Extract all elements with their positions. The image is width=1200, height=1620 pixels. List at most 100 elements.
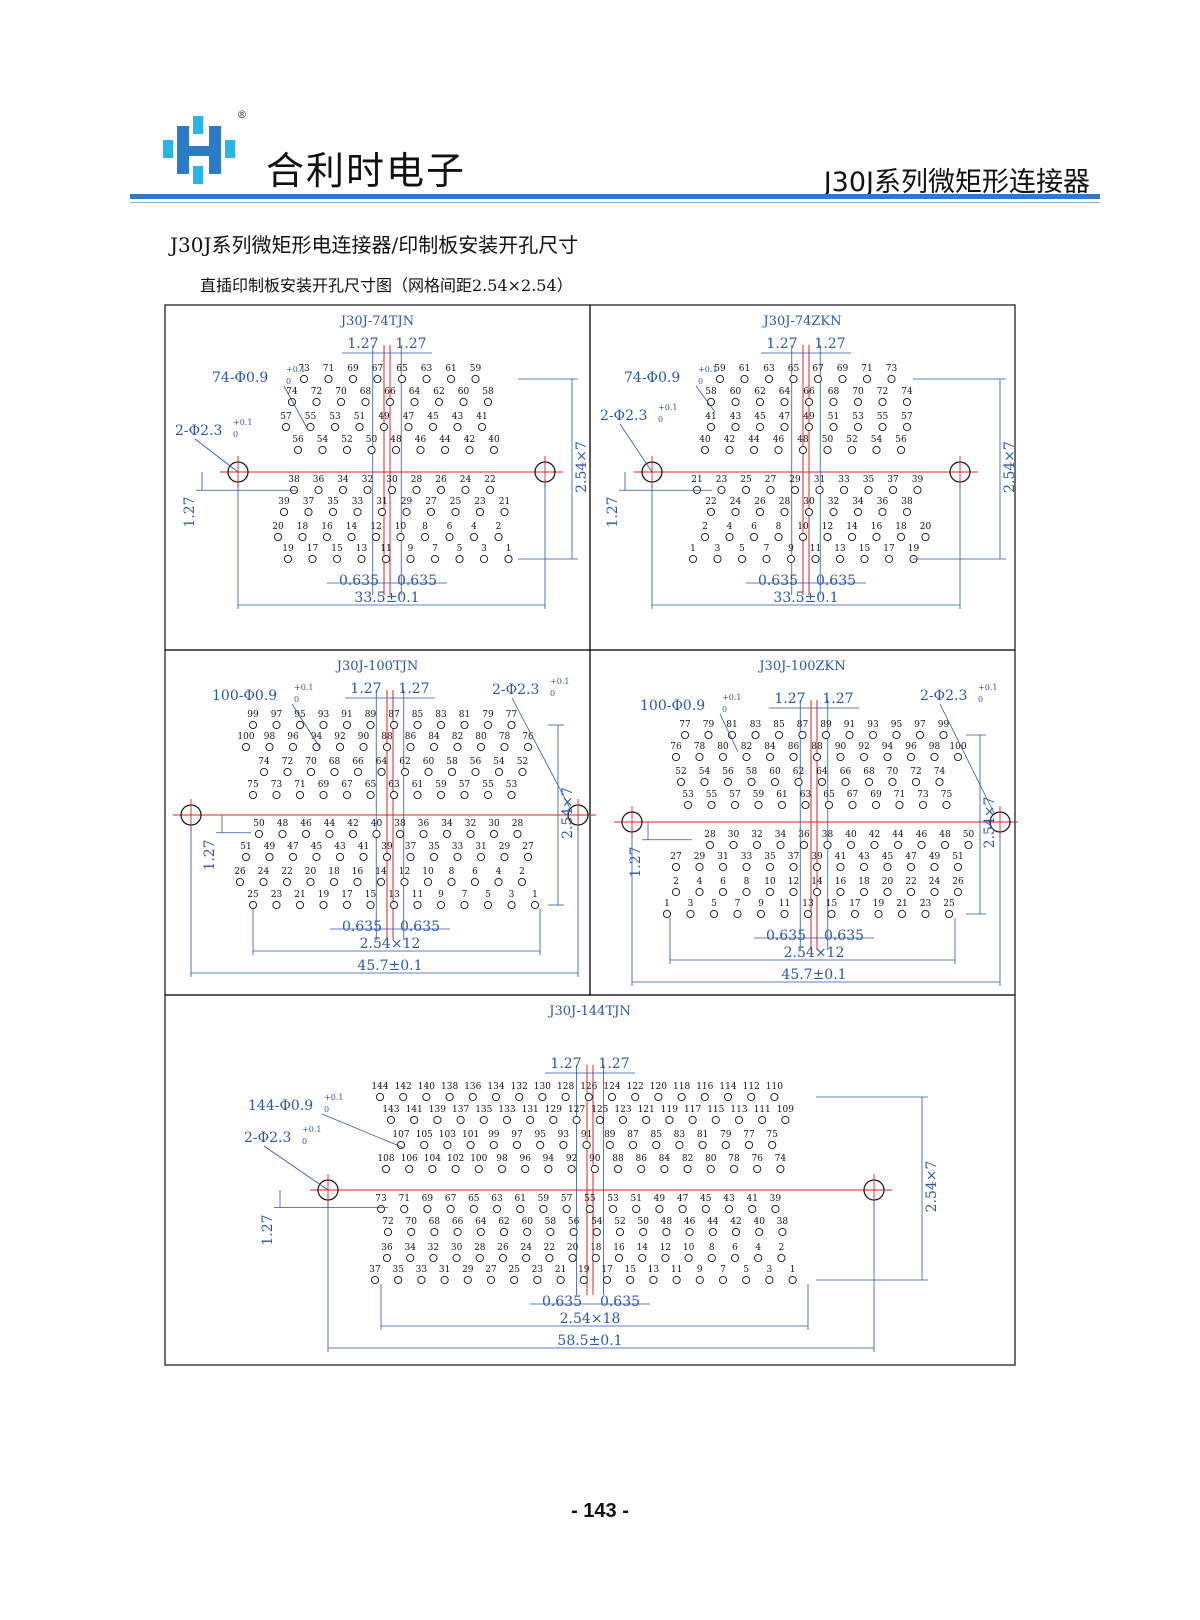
pin-number: 8: [422, 522, 428, 532]
pin-hole: [342, 790, 352, 800]
pin-hole: [335, 852, 345, 862]
pin-number: 33: [741, 852, 753, 862]
pin-number: 2: [702, 522, 708, 532]
pin-hole: [507, 900, 516, 910]
pin-hole: [638, 1253, 647, 1263]
pin-hole: [884, 554, 894, 564]
pin-number: 83: [435, 710, 447, 720]
pin-number: 69: [422, 1194, 434, 1204]
pin-hole: [479, 554, 489, 564]
pin-hole: [476, 852, 486, 862]
pin-hole: [742, 887, 751, 897]
pin-number: 48: [390, 435, 402, 445]
pin-number: 31: [475, 842, 486, 852]
pin-number: 79: [482, 710, 494, 720]
pin-hole: [718, 1275, 728, 1285]
pin-number: 68: [429, 1217, 441, 1227]
pin-number: 131: [522, 1105, 539, 1115]
pin-hole: [838, 374, 847, 384]
pin-hole: [361, 397, 370, 407]
pin-hole: [539, 1204, 548, 1214]
pin-number: 64: [376, 757, 388, 767]
pin-number: 41: [746, 1194, 757, 1204]
pin-number: 128: [557, 1082, 574, 1092]
pin-hole: [283, 767, 292, 777]
pin-number: 63: [491, 1194, 503, 1204]
tolerance-lower: 0: [658, 415, 663, 424]
pin-number: 53: [506, 780, 518, 790]
pin-hole: [649, 1275, 658, 1285]
pin-hole: [615, 1227, 625, 1237]
pin-number: 10: [797, 522, 809, 532]
pin-hole: [476, 742, 486, 752]
pin-number: 10: [422, 867, 434, 877]
pin-hole: [700, 445, 710, 455]
pin-number: 17: [883, 544, 895, 554]
pin-number: 70: [852, 387, 864, 397]
pin-hole: [466, 829, 475, 839]
pin-hole: [755, 507, 765, 517]
pin-number: 12: [660, 1243, 671, 1253]
pin-hole: [579, 1275, 588, 1285]
pin-number: 14: [811, 877, 823, 887]
pin-hole: [874, 909, 883, 919]
pin-hole: [572, 1115, 581, 1125]
pin-number: 36: [798, 830, 810, 840]
pin-hole: [278, 829, 287, 839]
pin-number: 24: [730, 497, 742, 507]
pin-hole: [330, 422, 340, 432]
pin-hole-spec: 100-Φ0.9: [640, 698, 705, 714]
pin-number: 7: [764, 544, 770, 554]
pin-hole: [436, 485, 446, 495]
pin-hole: [306, 422, 315, 432]
pin-hole: [430, 1227, 439, 1237]
tolerance-upper: +0.1: [658, 403, 677, 412]
pin-number: 6: [751, 522, 757, 532]
pin-number: 41: [705, 412, 716, 422]
pin-hole: [406, 852, 415, 862]
pin-number: 5: [485, 890, 491, 900]
pin-number: 51: [828, 412, 839, 422]
pin-number: 19: [578, 1265, 590, 1275]
pin-number: 11: [810, 544, 821, 554]
pin-hole: [288, 852, 298, 862]
pin-hole: [460, 900, 469, 910]
pin-hole: [429, 1253, 438, 1263]
pin-hole: [707, 1253, 716, 1263]
pin-hole: [893, 840, 903, 850]
pin-hole: [799, 840, 809, 850]
pin-number: 5: [711, 899, 717, 909]
model-label: J30J-100ZKN: [757, 659, 845, 674]
pin-hole: [930, 752, 939, 762]
pin-hole: [752, 840, 762, 850]
pin-hole: [708, 1227, 717, 1237]
pin-hole: [404, 422, 413, 432]
pin-number: 54: [317, 435, 329, 445]
pin-number: 49: [654, 1194, 666, 1204]
pin-hole: [731, 507, 740, 517]
pin-number: 91: [581, 1130, 592, 1140]
pin-number: 93: [318, 710, 330, 720]
pin-hole: [845, 730, 854, 740]
pin-number: 16: [835, 877, 847, 887]
pin-number: 37: [887, 475, 899, 485]
pin-number: 30: [728, 830, 740, 840]
pin-hole-spec: 74-Φ0.9: [624, 370, 680, 386]
pin-number: 51: [354, 412, 365, 422]
pin-number: 107: [392, 1130, 409, 1140]
pin-hole: [906, 862, 916, 872]
pin-number: 16: [321, 522, 333, 532]
pin-number: 16: [352, 867, 364, 877]
pin-hole: [592, 1227, 601, 1237]
series-title: J30J系列微矩形连接器: [823, 167, 1090, 198]
pin-hole: [452, 1253, 461, 1263]
pin-number: 56: [470, 757, 482, 767]
pin-hole: [447, 767, 457, 777]
pin-hole: [751, 730, 760, 740]
pin-hole: [684, 1253, 693, 1263]
pin-hole: [428, 422, 438, 432]
pin-number: 139: [429, 1105, 446, 1115]
pin-number: 43: [858, 852, 870, 862]
pin-number: 28: [704, 830, 716, 840]
pin-hole: [836, 887, 845, 897]
